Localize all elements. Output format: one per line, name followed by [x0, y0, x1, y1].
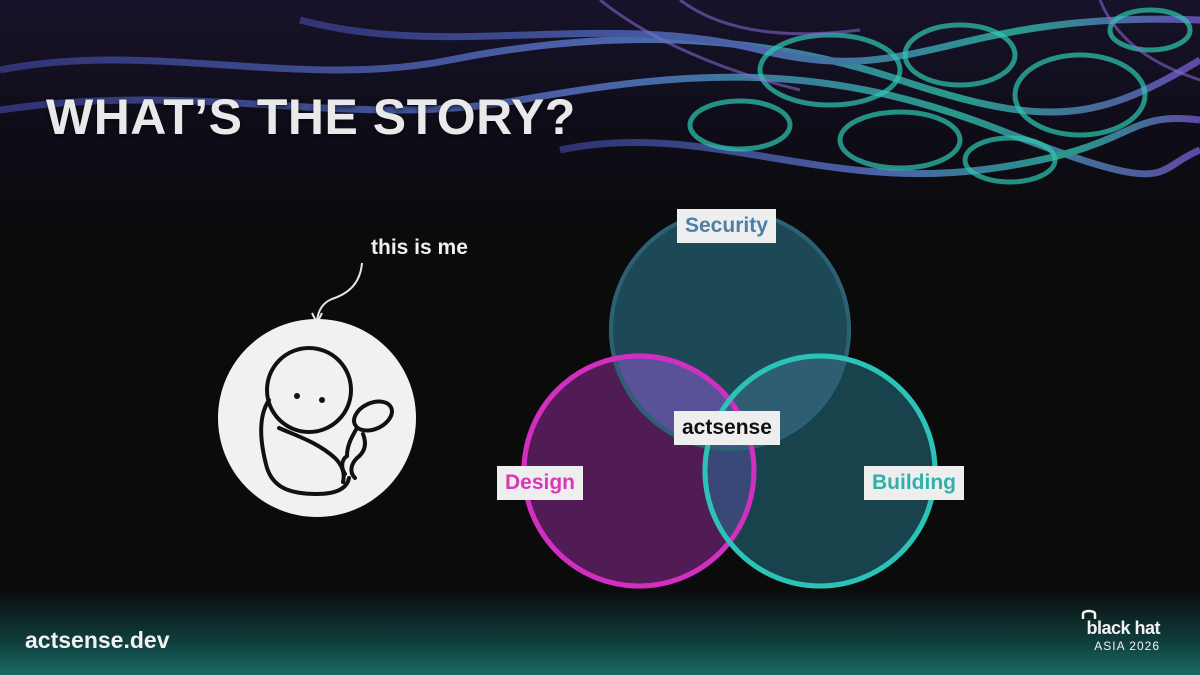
black-hat-logo: black hat ASIA 2026	[1060, 609, 1160, 659]
venn-overlap-security-design-fill	[613, 356, 754, 447]
background-mesh-art	[0, 0, 1200, 240]
self-portrait-doodle	[218, 319, 416, 517]
footer-website-link[interactable]: actsense.dev	[25, 627, 170, 653]
venn-label-design: Design	[497, 466, 584, 500]
logo-event: ASIA 2026	[1094, 639, 1160, 653]
venn-diagram	[521, 209, 938, 589]
annotation-label: this is me	[371, 236, 468, 259]
venn-label-center: actsense	[674, 411, 780, 445]
venn-label-security: Security	[677, 209, 776, 243]
footer-gradient	[0, 590, 1200, 675]
slide-title: WHAT’S THE STORY?	[46, 89, 576, 145]
logo-name: black hat	[1086, 618, 1160, 638]
venn-overlap-security-building-fill	[705, 356, 847, 447]
venn-label-building: Building	[864, 466, 964, 500]
black-hat-logo-icon	[1081, 609, 1097, 619]
